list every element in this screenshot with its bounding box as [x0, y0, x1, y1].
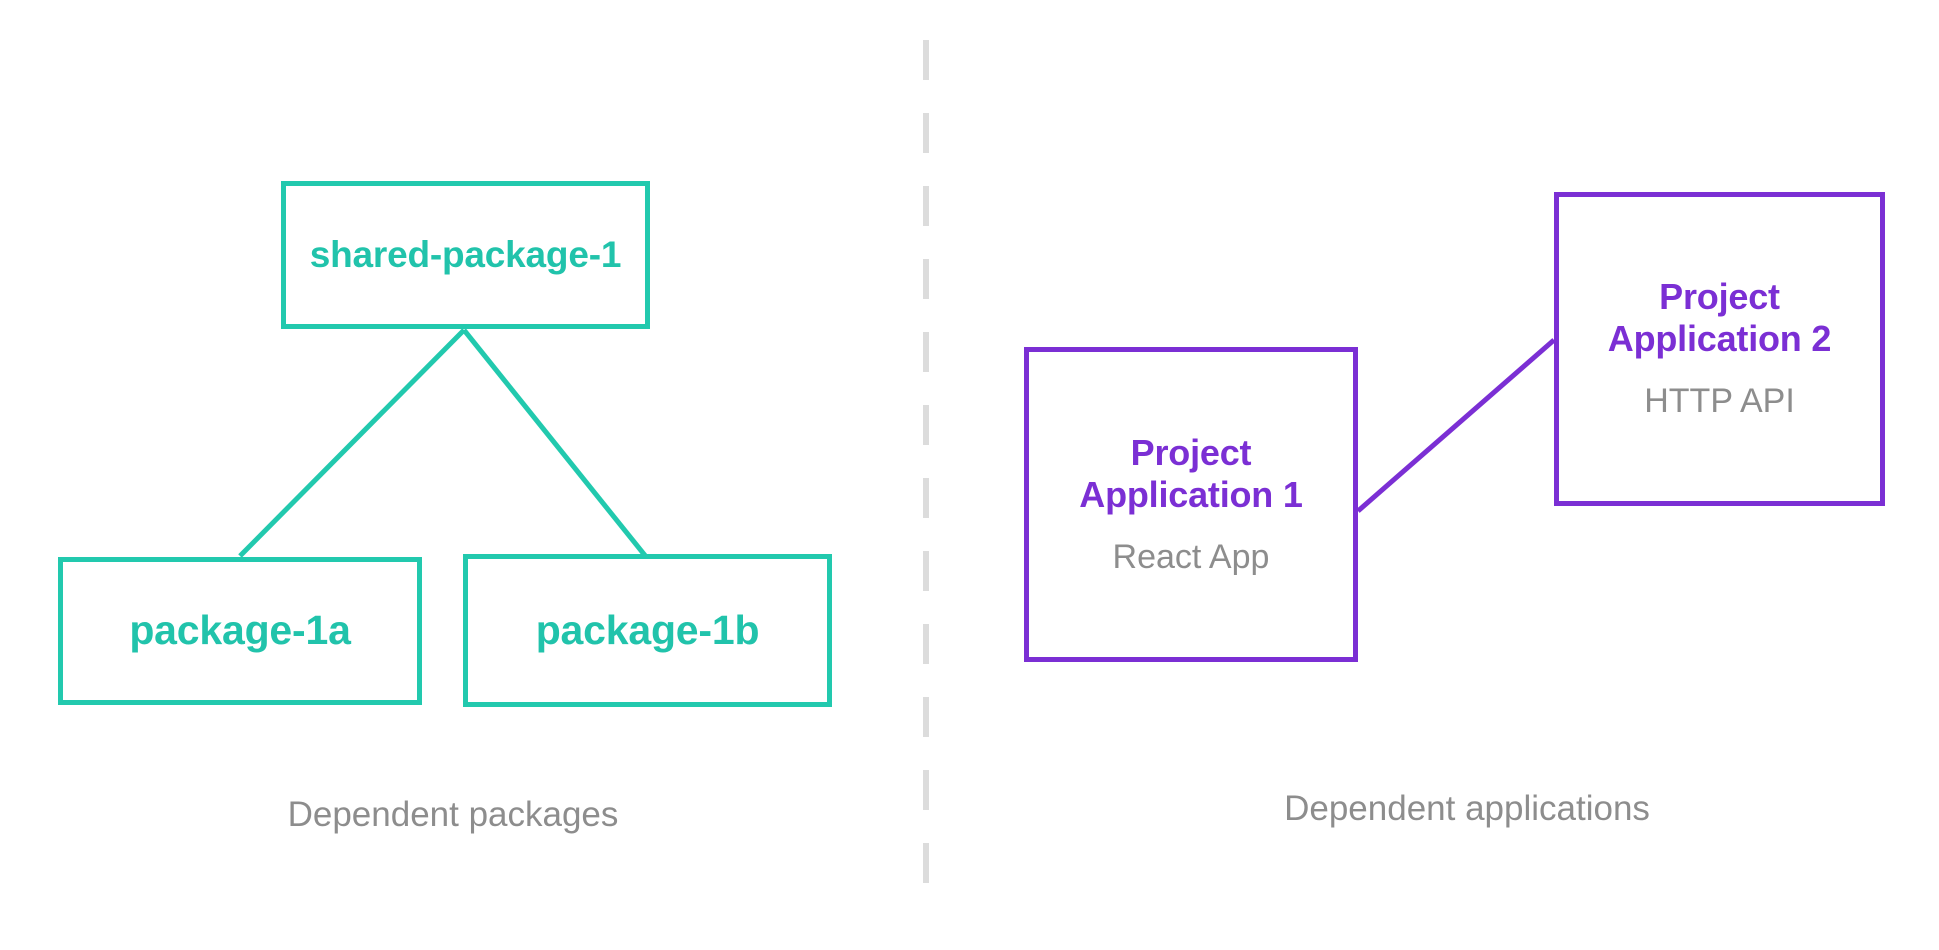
node-project-application-1-subtitle: React App: [1112, 537, 1270, 576]
edge-shared-package-1-to-package-1a: [238, 328, 466, 558]
node-package-1a[interactable]: package-1a: [58, 557, 422, 705]
node-project-application-1-title: Project Application 1: [1079, 431, 1303, 515]
node-package-1b[interactable]: package-1b: [463, 554, 832, 707]
node-package-1b-title: package-1b: [535, 606, 760, 653]
node-project-application-1[interactable]: Project Application 1 React App: [1024, 347, 1358, 662]
edge-shared-package-1-to-package-1b: [462, 328, 649, 560]
node-project-application-2-subtitle: HTTP API: [1644, 382, 1795, 421]
node-project-application-2-title: Project Application 2: [1607, 276, 1832, 360]
node-shared-package-1[interactable]: shared-package-1: [281, 181, 650, 329]
node-package-1a-title: package-1a: [129, 607, 351, 654]
node-shared-package-1-title: shared-package-1: [309, 234, 622, 276]
node-project-application-2[interactable]: Project Application 2 HTTP API: [1554, 192, 1885, 506]
caption-dependent-packages: Dependent packages: [287, 795, 619, 834]
edge-project-application-1-to-project-application-2: [1356, 338, 1556, 513]
caption-dependent-applications: Dependent applications: [1284, 789, 1650, 828]
